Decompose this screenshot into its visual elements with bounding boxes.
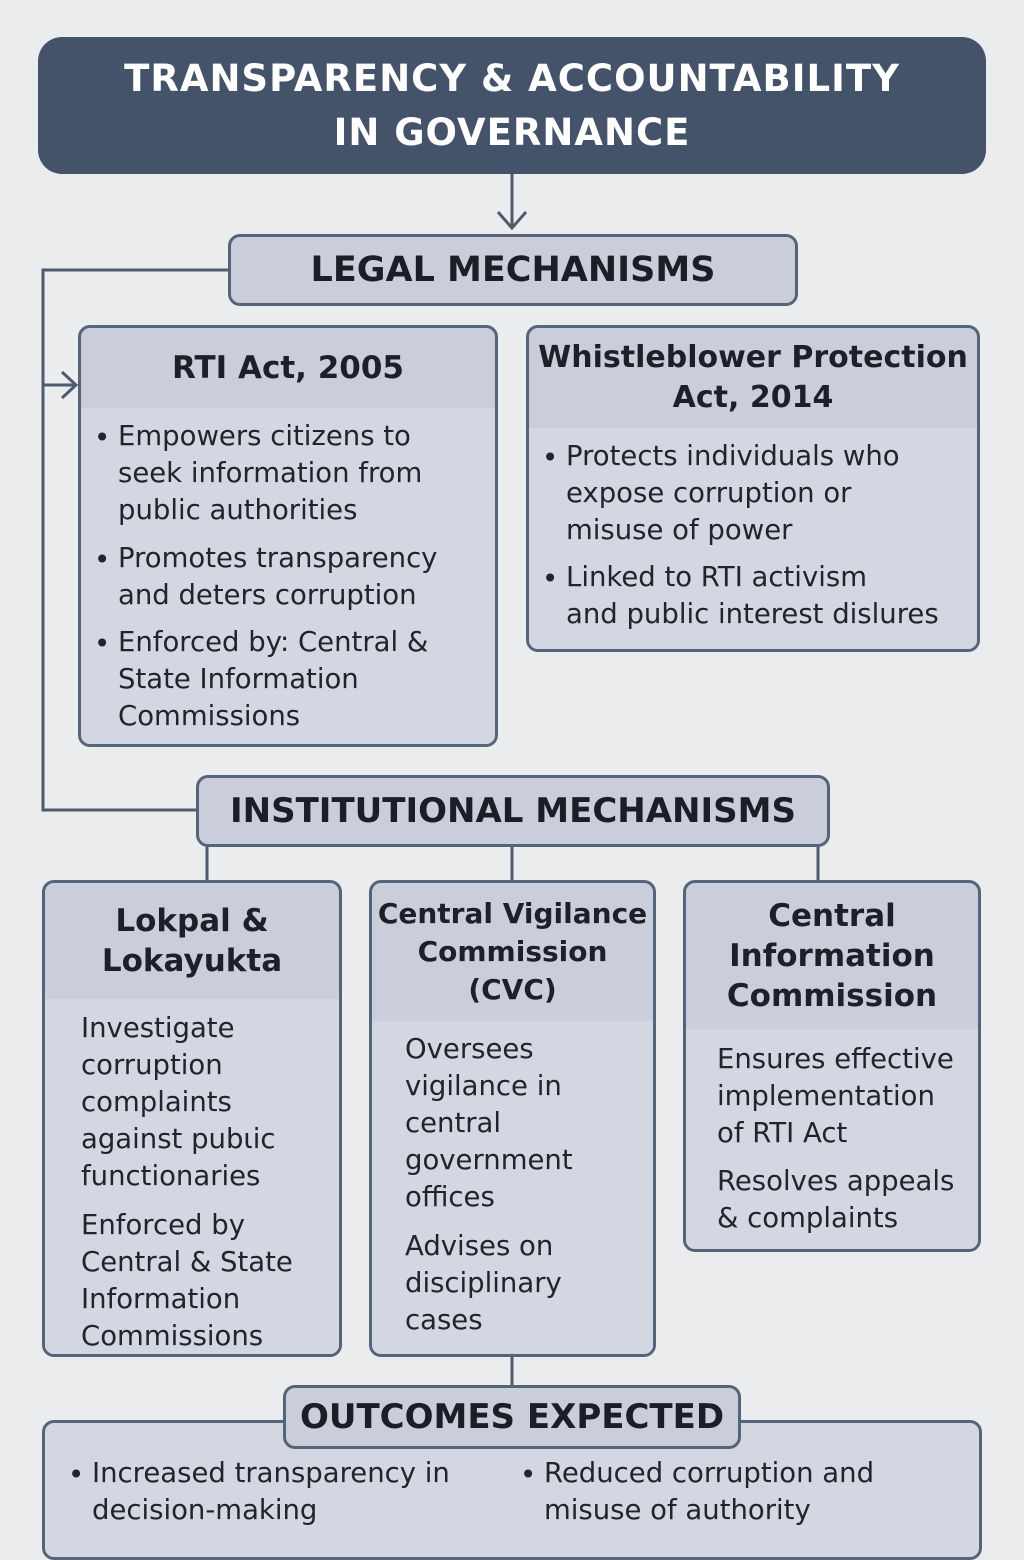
- cvc-paragraph-2-line: disciplinary: [405, 1267, 562, 1299]
- title-to-legal-arrowhead: [496, 211, 528, 231]
- cvc-paragraph-1-line: vigilance in: [405, 1070, 562, 1102]
- whistleblower-act-card: Whistleblower Protection Act, 2014 • Pro…: [526, 325, 980, 652]
- title-line-1: TRANSPARENCY & ACCOUNTABILITY: [124, 56, 900, 100]
- rti-bullet-2-line: Promotes transparency: [118, 542, 438, 574]
- rti-bullet-2-marker: •: [94, 544, 111, 576]
- rti-bullet-1: Empowers citizens to seek information fr…: [118, 418, 422, 529]
- outcome-1-line: decision-making: [92, 1494, 318, 1526]
- whistleblower-bullet-2: Linked to RTI activism and public intere…: [566, 559, 939, 633]
- rti-bullet-1-line: public authorities: [118, 494, 358, 526]
- lokpal-paragraph-1-line: Investigate: [81, 1012, 235, 1044]
- cvc-paragraph-1-line: offices: [405, 1181, 495, 1213]
- lokpal-paragraph-1-line: functionaries: [81, 1160, 261, 1192]
- lokpal-card-body: [45, 999, 339, 1354]
- cvc-card-body: [372, 1021, 653, 1354]
- title-line-2: IN GOVERNANCE: [333, 110, 691, 154]
- cic-title-line-3: Commission: [726, 978, 938, 1014]
- outcome-2-line: Reduced corruption and: [544, 1457, 875, 1489]
- cvc-title-line-2: Commission: [417, 935, 608, 968]
- whistleblower-title-line-2: Act, 2014: [672, 380, 834, 415]
- lokpal-paragraph-2-line: Enforced by: [81, 1209, 245, 1241]
- legal-loop-connector: [41, 268, 228, 812]
- cic-paragraph-2-line: Resolves appeals: [717, 1165, 955, 1197]
- lokpal-title-line-1: Lokpal &: [115, 903, 269, 939]
- outcome-1: Increased transparency in decision-makin…: [92, 1455, 450, 1529]
- cvc-paragraph-1-line: government: [405, 1144, 573, 1176]
- whistleblower-act-card-body: [529, 428, 977, 649]
- whistleblower-act-card-header: Whistleblower Protection Act, 2014: [529, 328, 977, 431]
- cvc-paragraph-1: Oversees vigilance in central government…: [405, 1031, 573, 1216]
- cic-paragraph-1: Ensures effective implementation of RTI …: [717, 1041, 954, 1152]
- rti-act-title: RTI Act, 2005: [172, 350, 404, 386]
- rti-bullet-3-line: State Information: [118, 663, 359, 695]
- cvc-paragraph-1-line: Oversees: [405, 1033, 534, 1065]
- whistleblower-bullet-2-line: Linked to RTI activism: [566, 561, 867, 593]
- title-banner: TRANSPARENCY & ACCOUNTABILITY IN GOVERNA…: [38, 37, 986, 174]
- whistleblower-bullet-1-marker: •: [542, 442, 559, 474]
- cic-paragraph-2-line: & complaints: [717, 1202, 899, 1234]
- rti-bullet-3-line: Enforced by: Central &: [118, 626, 429, 658]
- outcome-2: Reduced corruption and misuse of authori…: [544, 1455, 874, 1529]
- whistleblower-bullet-2-marker: •: [542, 563, 559, 595]
- cvc-title-line-1: Central Vigilance: [377, 897, 648, 930]
- lokpal-title-line-2: Lokayukta: [101, 943, 283, 979]
- lokpal-paragraph-1: Investigate corruption complaints agains…: [81, 1010, 276, 1195]
- cic-paragraph-1-line: of RTI Act: [717, 1117, 848, 1149]
- rti-bullet-3: Enforced by: Central & State Information…: [118, 624, 428, 735]
- lokpal-paragraph-2-line: Information: [81, 1283, 241, 1315]
- institutional-mechanisms-header: INSTITUTIONAL MECHANISMS: [196, 775, 830, 847]
- lokpal-paragraph-1-line: against pubꙇic: [81, 1123, 276, 1155]
- whistleblower-bullet-1: Protects individuals who expose corrupti…: [566, 438, 900, 549]
- rti-bullet-3-marker: •: [94, 628, 111, 660]
- outcome-2-marker: •: [520, 1459, 537, 1491]
- rti-bullet-1-marker: •: [94, 422, 111, 454]
- cic-title-line-2: Information: [729, 938, 935, 974]
- whistleblower-bullet-2-line: and public interest dislures: [566, 598, 939, 630]
- rti-bullet-1-line: seek information from: [118, 457, 423, 489]
- cic-paragraph-2: Resolves appeals & complaints: [717, 1163, 954, 1237]
- whistleblower-bullet-1-line: expose corruption or: [566, 477, 852, 509]
- legal-mechanisms-header: LEGAL MECHANISMS: [228, 234, 798, 306]
- cvc-paragraph-2-line: cases: [405, 1304, 483, 1336]
- outcome-1-marker: •: [68, 1459, 85, 1491]
- cic-title-line-1: Central: [768, 898, 896, 934]
- lokpal-paragraph-2-line: Central & State: [81, 1246, 293, 1278]
- rti-act-card-body: [81, 408, 495, 744]
- cic-card: Central Information Commission Ensures e…: [683, 880, 981, 1252]
- whistleblower-title-line-1: Whistleblower Protection: [538, 340, 968, 375]
- cic-paragraph-1-line: implementation: [717, 1080, 935, 1112]
- lokpal-paragraph-1-line: corruption: [81, 1049, 223, 1081]
- lokpal-paragraph-1-line: complaints: [81, 1086, 232, 1118]
- rti-bullet-3-line: Commissions: [118, 700, 301, 732]
- outcomes-expected-label: OUTCOMES EXPECTED: [299, 1397, 725, 1437]
- lokpal-paragraph-2-line: Commissions: [81, 1320, 264, 1352]
- outcomes-expected-header: OUTCOMES EXPECTED: [283, 1385, 741, 1449]
- lokpal-card: Lokpal & Lokayukta Investigate corruptio…: [42, 880, 342, 1357]
- rti-arrowhead: [60, 370, 79, 400]
- lokpal-card-header: Lokpal & Lokayukta: [45, 883, 339, 1002]
- whistleblower-bullet-1-line: misuse of power: [566, 514, 793, 546]
- rti-act-card-header: RTI Act, 2005: [81, 328, 495, 411]
- rti-bullet-2: Promotes transparency and deters corrupt…: [118, 540, 437, 614]
- outcome-1-line: Increased transparency in: [92, 1457, 450, 1489]
- cic-card-header: Central Information Commission: [686, 883, 978, 1032]
- cic-card-body: [686, 1029, 978, 1249]
- legal-mechanisms-label: LEGAL MECHANISMS: [310, 250, 716, 290]
- cic-paragraph-1-line: Ensures effective: [717, 1043, 954, 1075]
- cvc-card: Central Vigilance Commission (CVC) Overs…: [369, 880, 656, 1357]
- lokpal-paragraph-2: Enforced by Central & State Information …: [81, 1207, 293, 1354]
- rti-bullet-2-line: and deters corruption: [118, 579, 417, 611]
- cvc-paragraph-1-line: central: [405, 1107, 502, 1139]
- cvc-title-line-3: (CVC): [468, 973, 557, 1006]
- whistleblower-bullet-1-line: Protects individuals who: [566, 440, 900, 472]
- cvc-card-header: Central Vigilance Commission (CVC): [372, 883, 653, 1024]
- outcome-2-line: misuse of authority: [544, 1494, 811, 1526]
- rti-bullet-1-line: Empowers citizens to: [118, 420, 411, 452]
- cvc-paragraph-2: Advises on disciplinary cases: [405, 1228, 562, 1339]
- cvc-paragraph-2-line: Advises on: [405, 1230, 554, 1262]
- rti-act-card: RTI Act, 2005 • Empowers citizens to see…: [78, 325, 498, 747]
- institutional-mechanisms-label: INSTITUTIONAL MECHANISMS: [230, 791, 796, 831]
